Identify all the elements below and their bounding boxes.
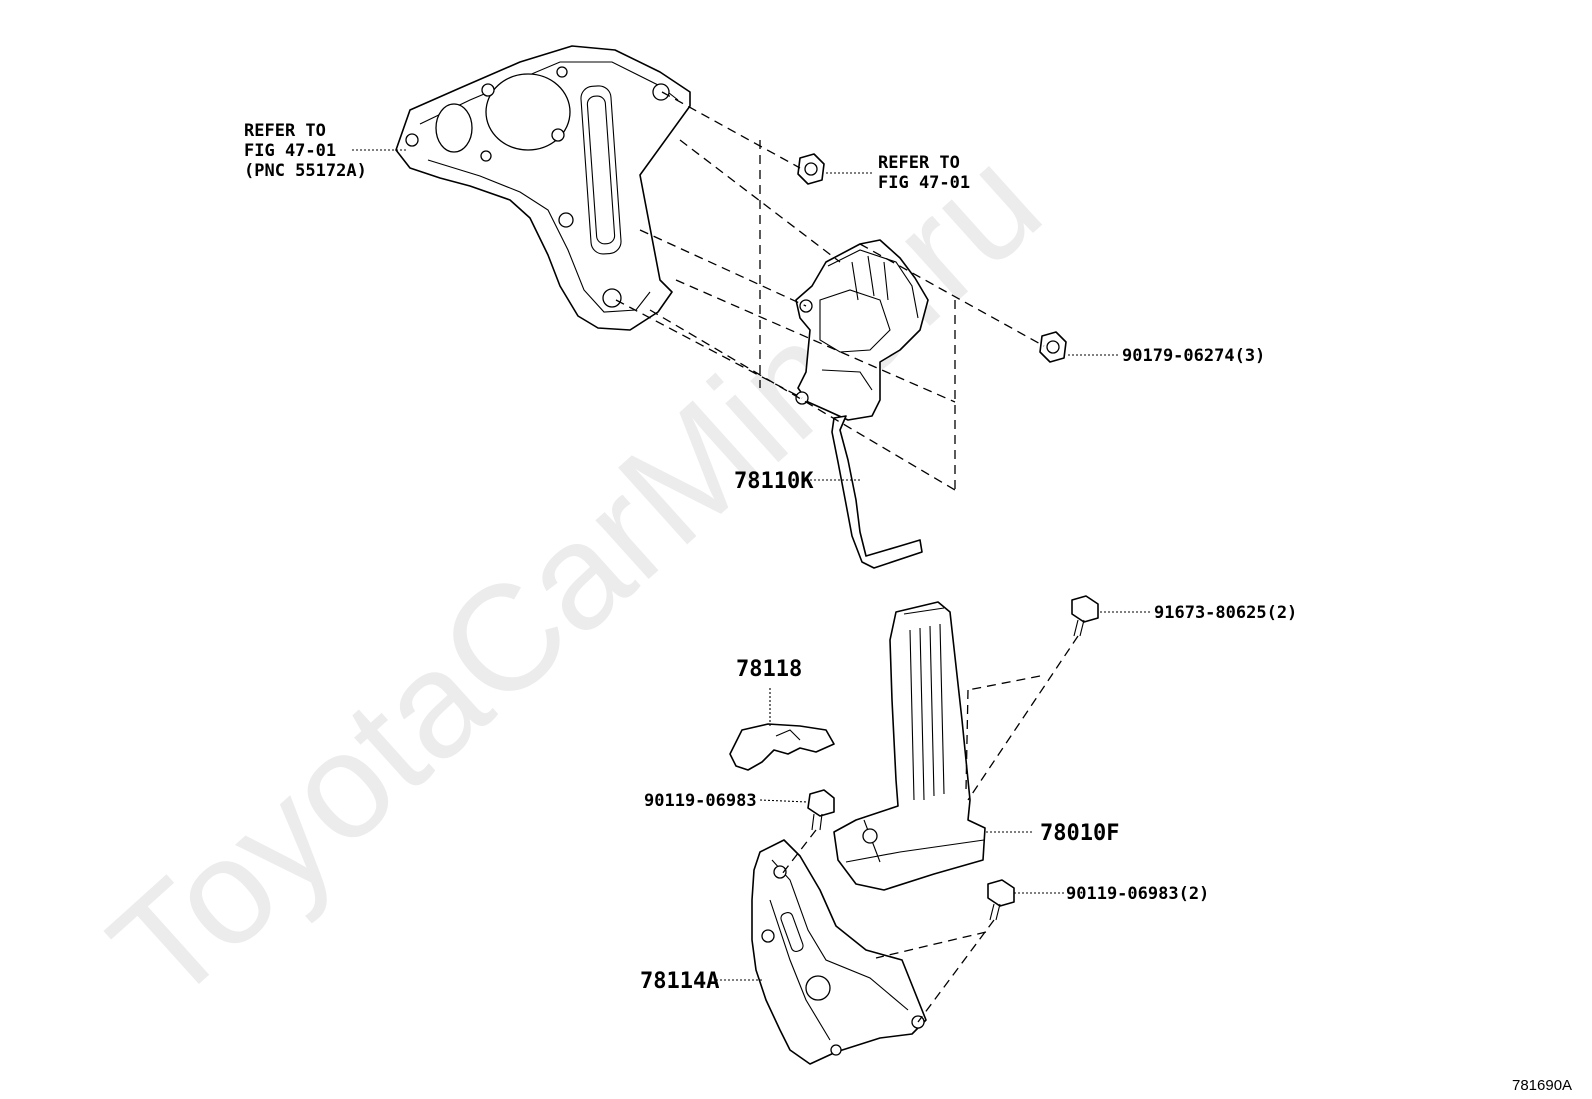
cover-78118 xyxy=(729,723,835,771)
figure-id: 781690A xyxy=(1512,1077,1572,1094)
label-78110K: 78110K xyxy=(734,469,814,494)
label-90119-06983-2: 90119-06983(2) xyxy=(1066,884,1209,904)
nut-refer xyxy=(797,153,825,185)
refer-bracket-line3: (PNC 55172A) xyxy=(244,161,367,181)
pedal-arm xyxy=(833,601,986,891)
nut-90179 xyxy=(1039,331,1067,363)
refer-bracket-line1: REFER TO xyxy=(244,121,326,141)
assembly-lines-lower xyxy=(781,635,1079,1023)
bolt-90119-single xyxy=(807,789,835,831)
bolt-91673-top xyxy=(1071,595,1099,637)
refer-nut-line2: FIG 47-01 xyxy=(878,173,970,193)
label-90119-06983: 90119-06983 xyxy=(644,791,757,811)
label-78118: 78118 xyxy=(736,657,802,682)
label-90179-06274: 90179-06274(3) xyxy=(1122,346,1265,366)
refer-bracket-line2: FIG 47-01 xyxy=(244,141,336,161)
bolt-90119-pair xyxy=(987,879,1015,921)
refer-nut-line1: REFER TO xyxy=(878,153,960,173)
label-78010F: 78010F xyxy=(1040,821,1119,846)
pedal-sensor-module xyxy=(795,239,929,569)
assembly-lines-upper xyxy=(615,91,1045,491)
label-78114A: 78114A xyxy=(640,969,719,994)
label-91673-80625: 91673-80625(2) xyxy=(1154,603,1297,623)
leader-lines xyxy=(352,149,1152,981)
lower-bracket xyxy=(751,839,927,1065)
upper-bracket xyxy=(395,45,691,331)
